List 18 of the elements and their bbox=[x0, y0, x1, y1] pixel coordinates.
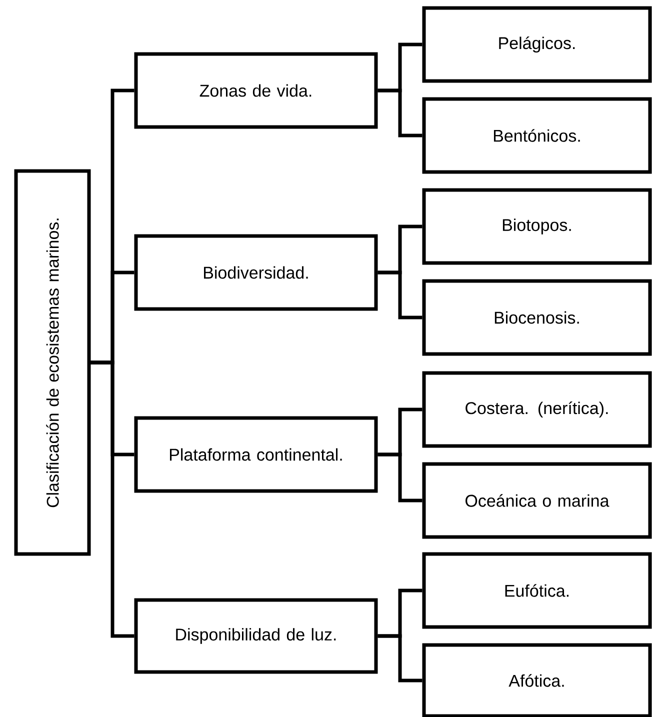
connector bbox=[378, 270, 422, 320]
subcategory-box: Afótica. bbox=[422, 643, 652, 717]
subcategory-box: Bentónicos. bbox=[422, 97, 652, 174]
category-box: Plataforma continental. bbox=[134, 416, 378, 493]
connector bbox=[378, 452, 422, 502]
connector bbox=[378, 88, 422, 138]
subcategory-box: Pelágicos. bbox=[422, 6, 652, 83]
root-box: Clasificación de ecosistemas marinos. bbox=[14, 169, 91, 556]
subcategory-box: Biocenosis. bbox=[422, 279, 652, 356]
connector bbox=[89, 360, 134, 638]
connector bbox=[378, 634, 422, 682]
subcategory-box: Biotopos. bbox=[422, 188, 652, 265]
subcategory-box: Eufótica. bbox=[422, 552, 652, 629]
subcategory-box: Oceánica o marina bbox=[422, 462, 652, 539]
category-box: Biodiversidad. bbox=[134, 234, 378, 311]
category-box: Zonas de vida. bbox=[134, 52, 378, 129]
subcategory-box: Costera. (nerítica). bbox=[422, 371, 652, 448]
category-box: Disponibilidad de luz. bbox=[134, 598, 378, 674]
